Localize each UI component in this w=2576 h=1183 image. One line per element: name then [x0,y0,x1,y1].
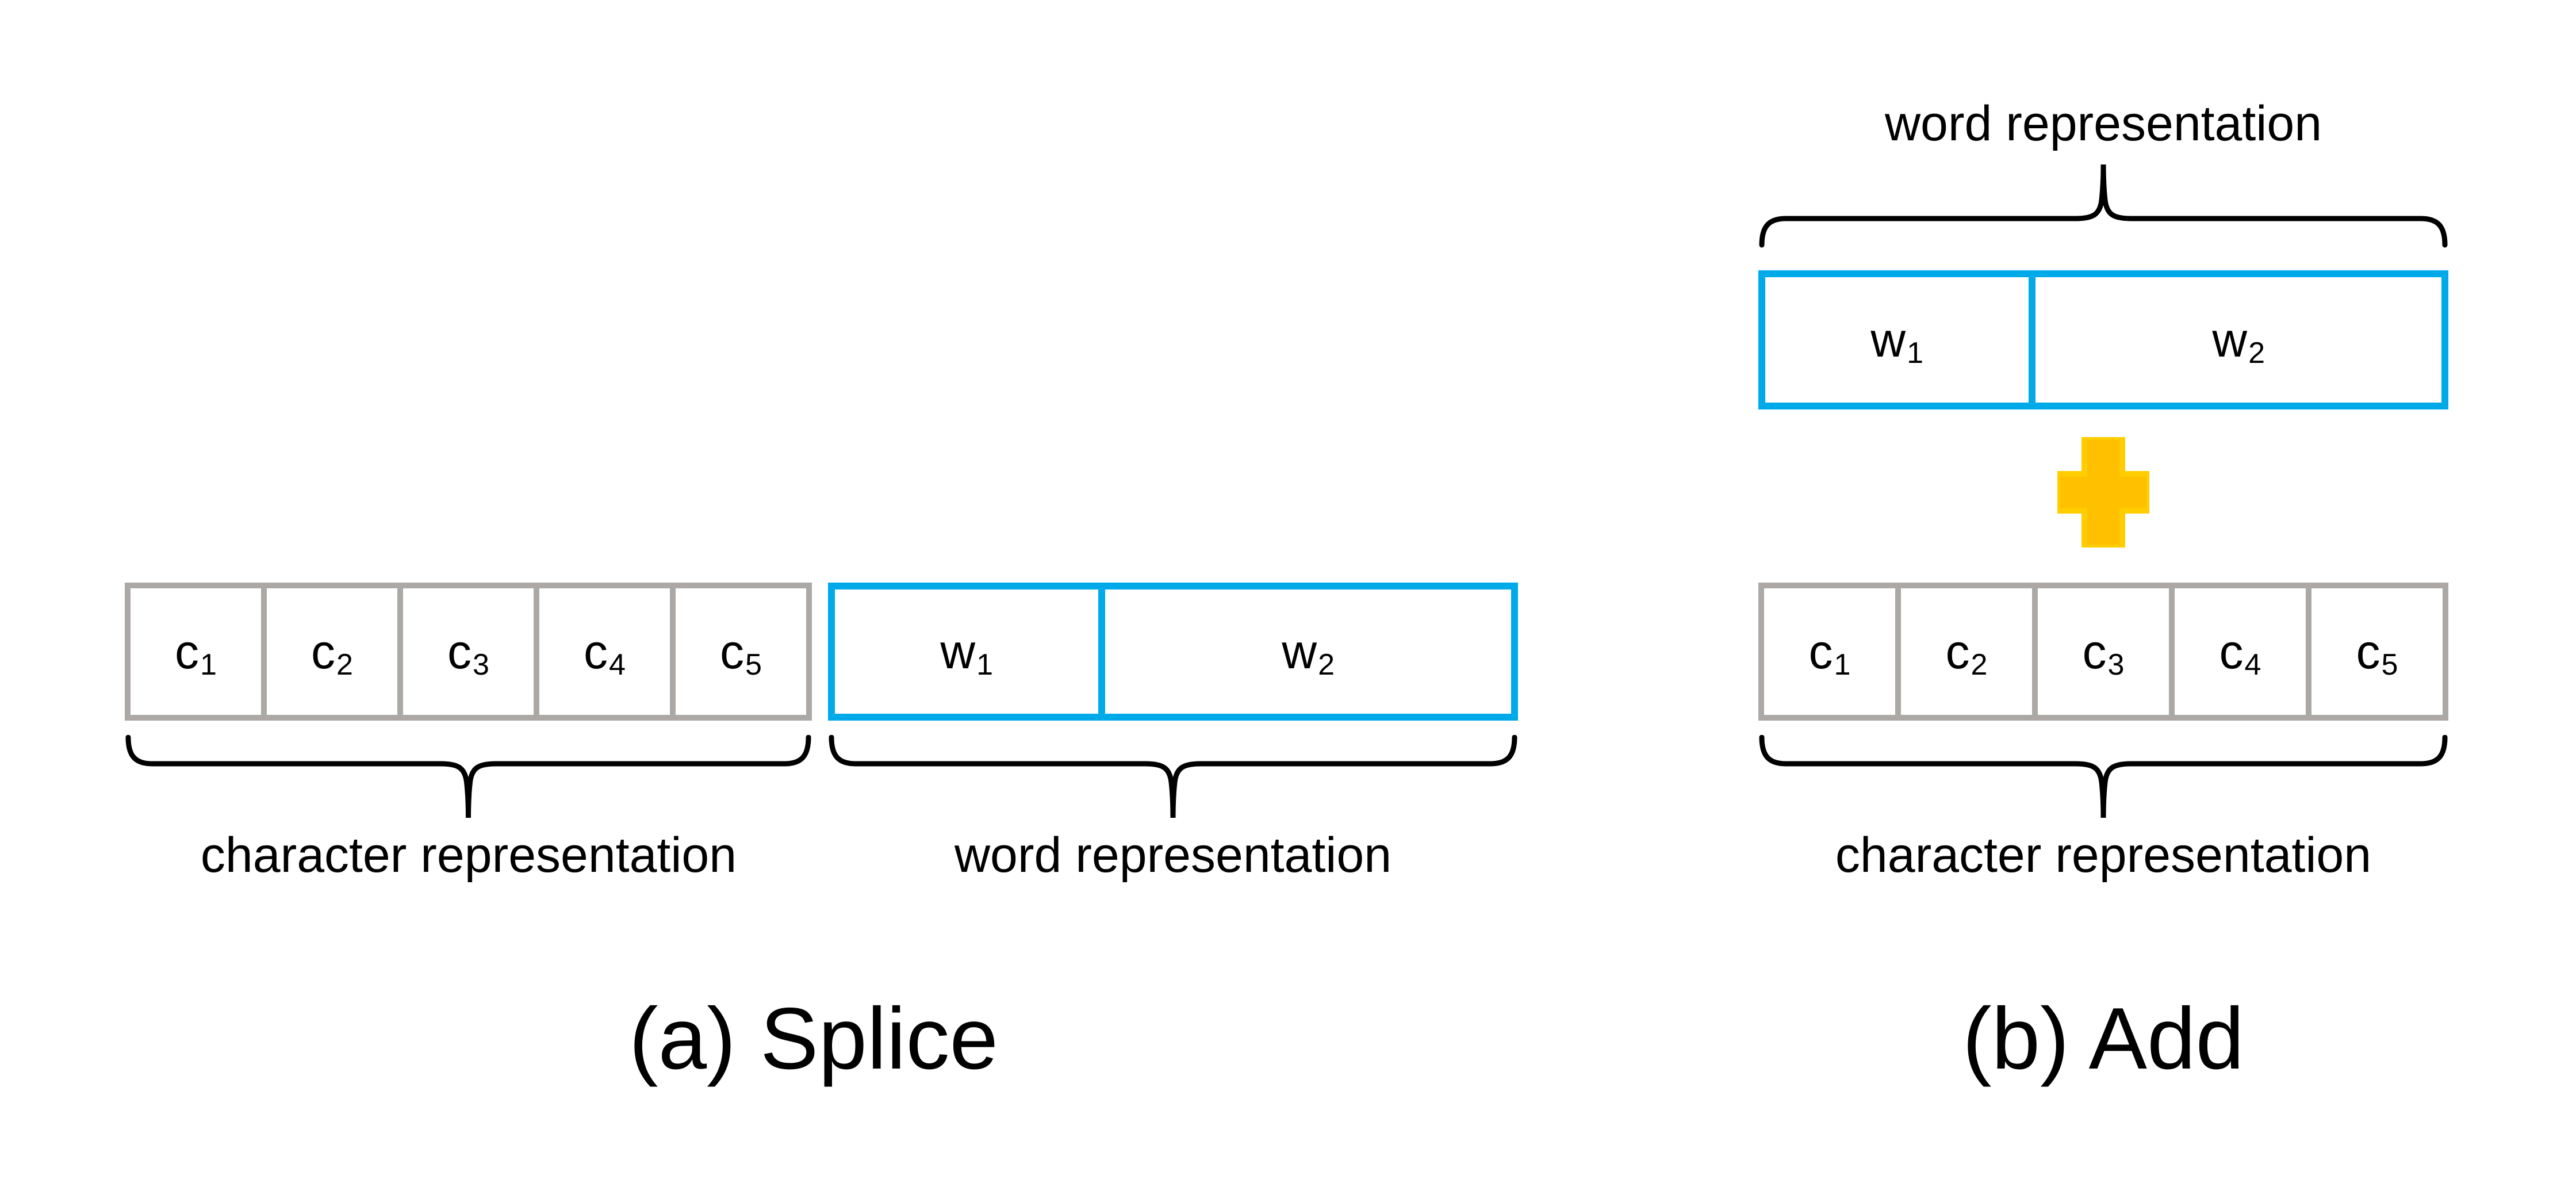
cell-label: w2 [2212,313,2266,370]
cell-label: w1 [1870,313,1924,370]
panel-b-word-box: w1 w2 [1758,270,2448,409]
word-cell: w2 [2035,277,2441,403]
character-representation-label-b: character representation [1835,828,2372,883]
cell-label: c1 [174,625,217,682]
char-cell: c3 [2038,588,2175,715]
word-representation-label-b: word representation [1884,96,2322,151]
cell-label: w1 [940,625,994,682]
char-cell: c5 [2312,588,2443,715]
cell-label: c3 [2082,625,2125,682]
plus-icon [2057,437,2149,548]
word-cell: w2 [1105,589,1511,714]
cell-label: c4 [583,625,626,682]
word-cell: w1 [1765,277,2036,403]
underbrace-character-a [125,735,811,818]
cell-label: c1 [1808,625,1851,682]
character-representation-label-a: character representation [200,828,737,883]
cell-label: c4 [2219,625,2261,682]
underbrace-character-b [1759,735,2448,818]
char-cell: c4 [2175,588,2312,715]
char-cell: c5 [676,588,806,715]
char-cell: c2 [267,588,403,715]
word-cell: w1 [835,589,1106,714]
overbrace-word-b [1759,164,2448,248]
panel-b-caption: (b) Add [1962,990,2245,1088]
char-cell: c4 [539,588,676,715]
cell-label: c2 [1945,625,1988,682]
cell-label: c3 [447,625,490,682]
underbrace-word-a [829,735,1517,818]
cell-label: w2 [1282,625,1335,682]
word-representation-label-a: word representation [954,828,1392,883]
char-cell: c2 [1901,588,2038,715]
char-cell: c1 [1764,588,1901,715]
cell-label: c2 [310,625,354,682]
panel-a-character-row: c1 c2 c3 c4 c5 [125,583,812,721]
char-cell: c3 [403,588,539,715]
cell-label: c5 [719,625,762,682]
panel-b-character-row: c1 c2 c3 c4 c5 [1758,583,2448,721]
panel-a-word-box: w1 w2 [828,583,1518,721]
char-cell: c1 [131,588,267,715]
cell-label: c5 [2356,625,2398,682]
panel-a-caption: (a) Splice [629,990,998,1088]
